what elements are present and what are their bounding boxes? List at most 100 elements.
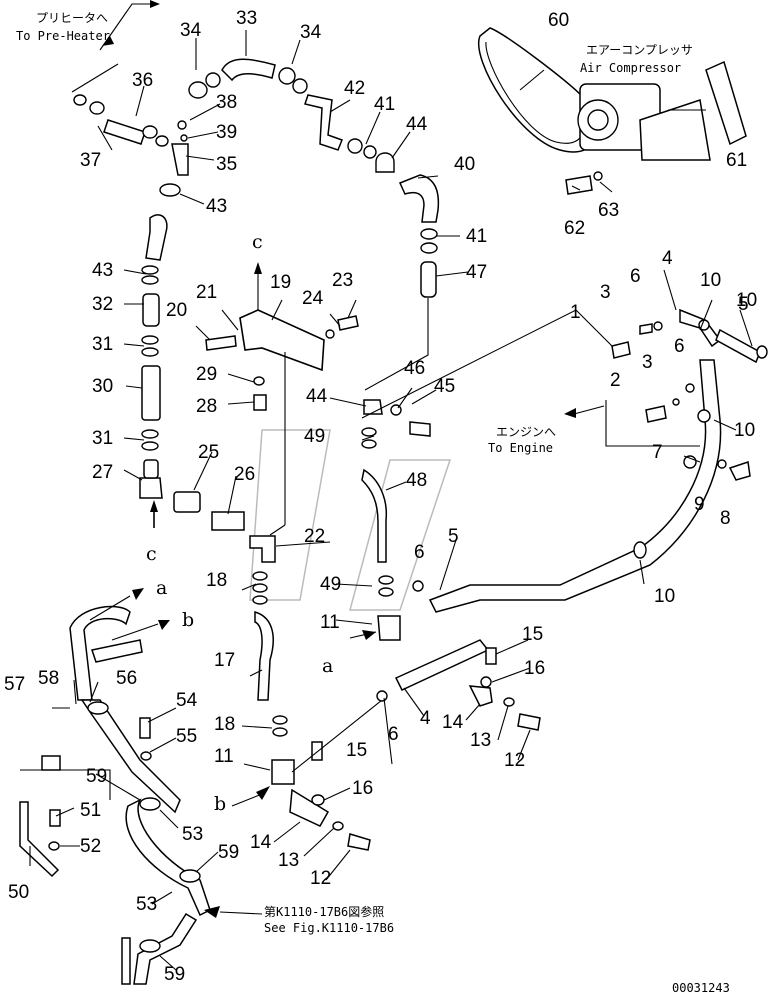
- part-no-34a: 34: [180, 20, 202, 41]
- part-no-35: 35: [216, 154, 237, 175]
- part-no-38: 38: [216, 92, 237, 113]
- part-no-18b: 18: [214, 714, 235, 735]
- letter-b-center: b: [214, 793, 226, 815]
- part-no-7: 7: [652, 442, 663, 463]
- part-no-52: 52: [80, 836, 101, 857]
- part-no-34b: 34: [300, 22, 322, 43]
- part-no-16a: 16: [524, 658, 545, 679]
- part-no-5b: 5: [448, 526, 459, 547]
- part-no-17: 17: [214, 650, 235, 671]
- note-pre-heater-jp: プリヒータへ: [36, 11, 108, 25]
- part-no-48: 48: [406, 470, 427, 491]
- part-no-63: 63: [598, 200, 619, 221]
- clamps-34: [188, 67, 308, 99]
- part-no-58: 58: [38, 668, 59, 689]
- part-no-10d: 10: [654, 586, 675, 607]
- hose-33: [221, 58, 276, 82]
- part-no-36: 36: [132, 70, 153, 91]
- part-no-56: 56: [116, 668, 137, 689]
- part-no-53a: 53: [182, 824, 203, 845]
- air-compressor: [477, 27, 747, 195]
- part-no-44a: 44: [406, 114, 428, 135]
- part-no-37: 37: [80, 150, 101, 171]
- part-no-24: 24: [302, 288, 324, 309]
- part-no-54: 54: [176, 690, 198, 711]
- part-no-15b: 15: [346, 740, 367, 761]
- hose-36: [73, 94, 169, 147]
- part-no-45: 45: [434, 376, 455, 397]
- part-no-41b: 41: [466, 226, 487, 247]
- part-no-12a: 12: [504, 750, 525, 771]
- left-column: [139, 183, 181, 528]
- part-no-6b: 6: [674, 336, 685, 357]
- part-no-11a: 11: [320, 612, 340, 633]
- leader-lines: [29, 30, 753, 971]
- part-no-1: 1: [570, 302, 581, 323]
- part-no-43b: 43: [92, 260, 113, 281]
- part-no-59c: 59: [164, 964, 185, 985]
- engine-hoses: [361, 308, 768, 691]
- note-ref-jp: 第K1110-17B6図参照: [264, 904, 384, 919]
- part-no-6: 6: [630, 266, 641, 287]
- part-no-12b: 12: [310, 868, 331, 889]
- letter-b-left: b: [182, 609, 194, 631]
- part-no-8: 8: [720, 508, 731, 529]
- part-numbers: 1 2 3 3 4 4 5 5 6 6 6 6 7 8 9 10 10 10 1…: [4, 8, 757, 985]
- part-no-14b: 14: [250, 832, 272, 853]
- letter-c-top: c: [252, 231, 263, 253]
- part-no-13a: 13: [470, 730, 491, 751]
- part-no-32: 32: [92, 294, 113, 315]
- middle-hoses: [349, 298, 431, 641]
- clamp-44: [375, 152, 395, 173]
- part-no-15a: 15: [522, 624, 543, 645]
- letter-c-bottom: c: [146, 543, 157, 565]
- part-no-6c: 6: [414, 542, 425, 563]
- part-no-18a: 18: [206, 570, 227, 591]
- part-no-3b: 3: [642, 352, 653, 373]
- part-no-50: 50: [8, 882, 29, 903]
- part-no-3: 3: [600, 282, 611, 303]
- part-no-5: 5: [738, 294, 749, 315]
- part-no-28: 28: [196, 396, 217, 417]
- part-no-51: 51: [80, 800, 101, 821]
- part-no-13b: 13: [278, 850, 299, 871]
- note-engine-en: To Engine: [488, 441, 553, 455]
- part-no-41a: 41: [374, 94, 395, 115]
- pipe-35: [171, 120, 189, 176]
- part-no-29: 29: [196, 364, 217, 385]
- part-no-4b: 4: [420, 708, 431, 729]
- hose-40: [398, 174, 440, 298]
- part-no-26: 26: [234, 464, 255, 485]
- part-no-14a: 14: [442, 712, 464, 733]
- part-no-60: 60: [548, 10, 569, 31]
- part-no-9: 9: [694, 494, 705, 515]
- part-no-46: 46: [404, 358, 425, 379]
- drawing-number: 00031243: [672, 981, 730, 995]
- part-no-49a: 49: [304, 426, 325, 447]
- part-no-22: 22: [304, 526, 325, 547]
- note-ref-en: See Fig.K1110-17B6: [264, 921, 394, 935]
- part-no-42: 42: [344, 78, 365, 99]
- part-no-44b: 44: [306, 386, 328, 407]
- bottom-hoses: [19, 588, 263, 985]
- part-no-33: 33: [236, 8, 257, 29]
- part-no-30: 30: [92, 376, 113, 397]
- lower-brackets: [231, 647, 541, 851]
- note-engine-jp: エンジンへ: [496, 425, 556, 439]
- part-no-16b: 16: [352, 778, 373, 799]
- pre-heater-leader: [71, 0, 160, 93]
- part-no-31b: 31: [92, 428, 113, 449]
- part-no-23: 23: [332, 270, 353, 291]
- part-no-19: 19: [270, 272, 291, 293]
- pipe-42: [304, 94, 377, 159]
- part-no-62: 62: [564, 218, 585, 239]
- part-no-31a: 31: [92, 334, 113, 355]
- note-compressor-en: Air Compressor: [580, 61, 681, 75]
- part-no-6d: 6: [388, 724, 399, 745]
- part-no-61: 61: [726, 150, 747, 171]
- part-no-27: 27: [92, 462, 113, 483]
- part-no-10a: 10: [700, 270, 721, 291]
- part-no-59b: 59: [218, 842, 239, 863]
